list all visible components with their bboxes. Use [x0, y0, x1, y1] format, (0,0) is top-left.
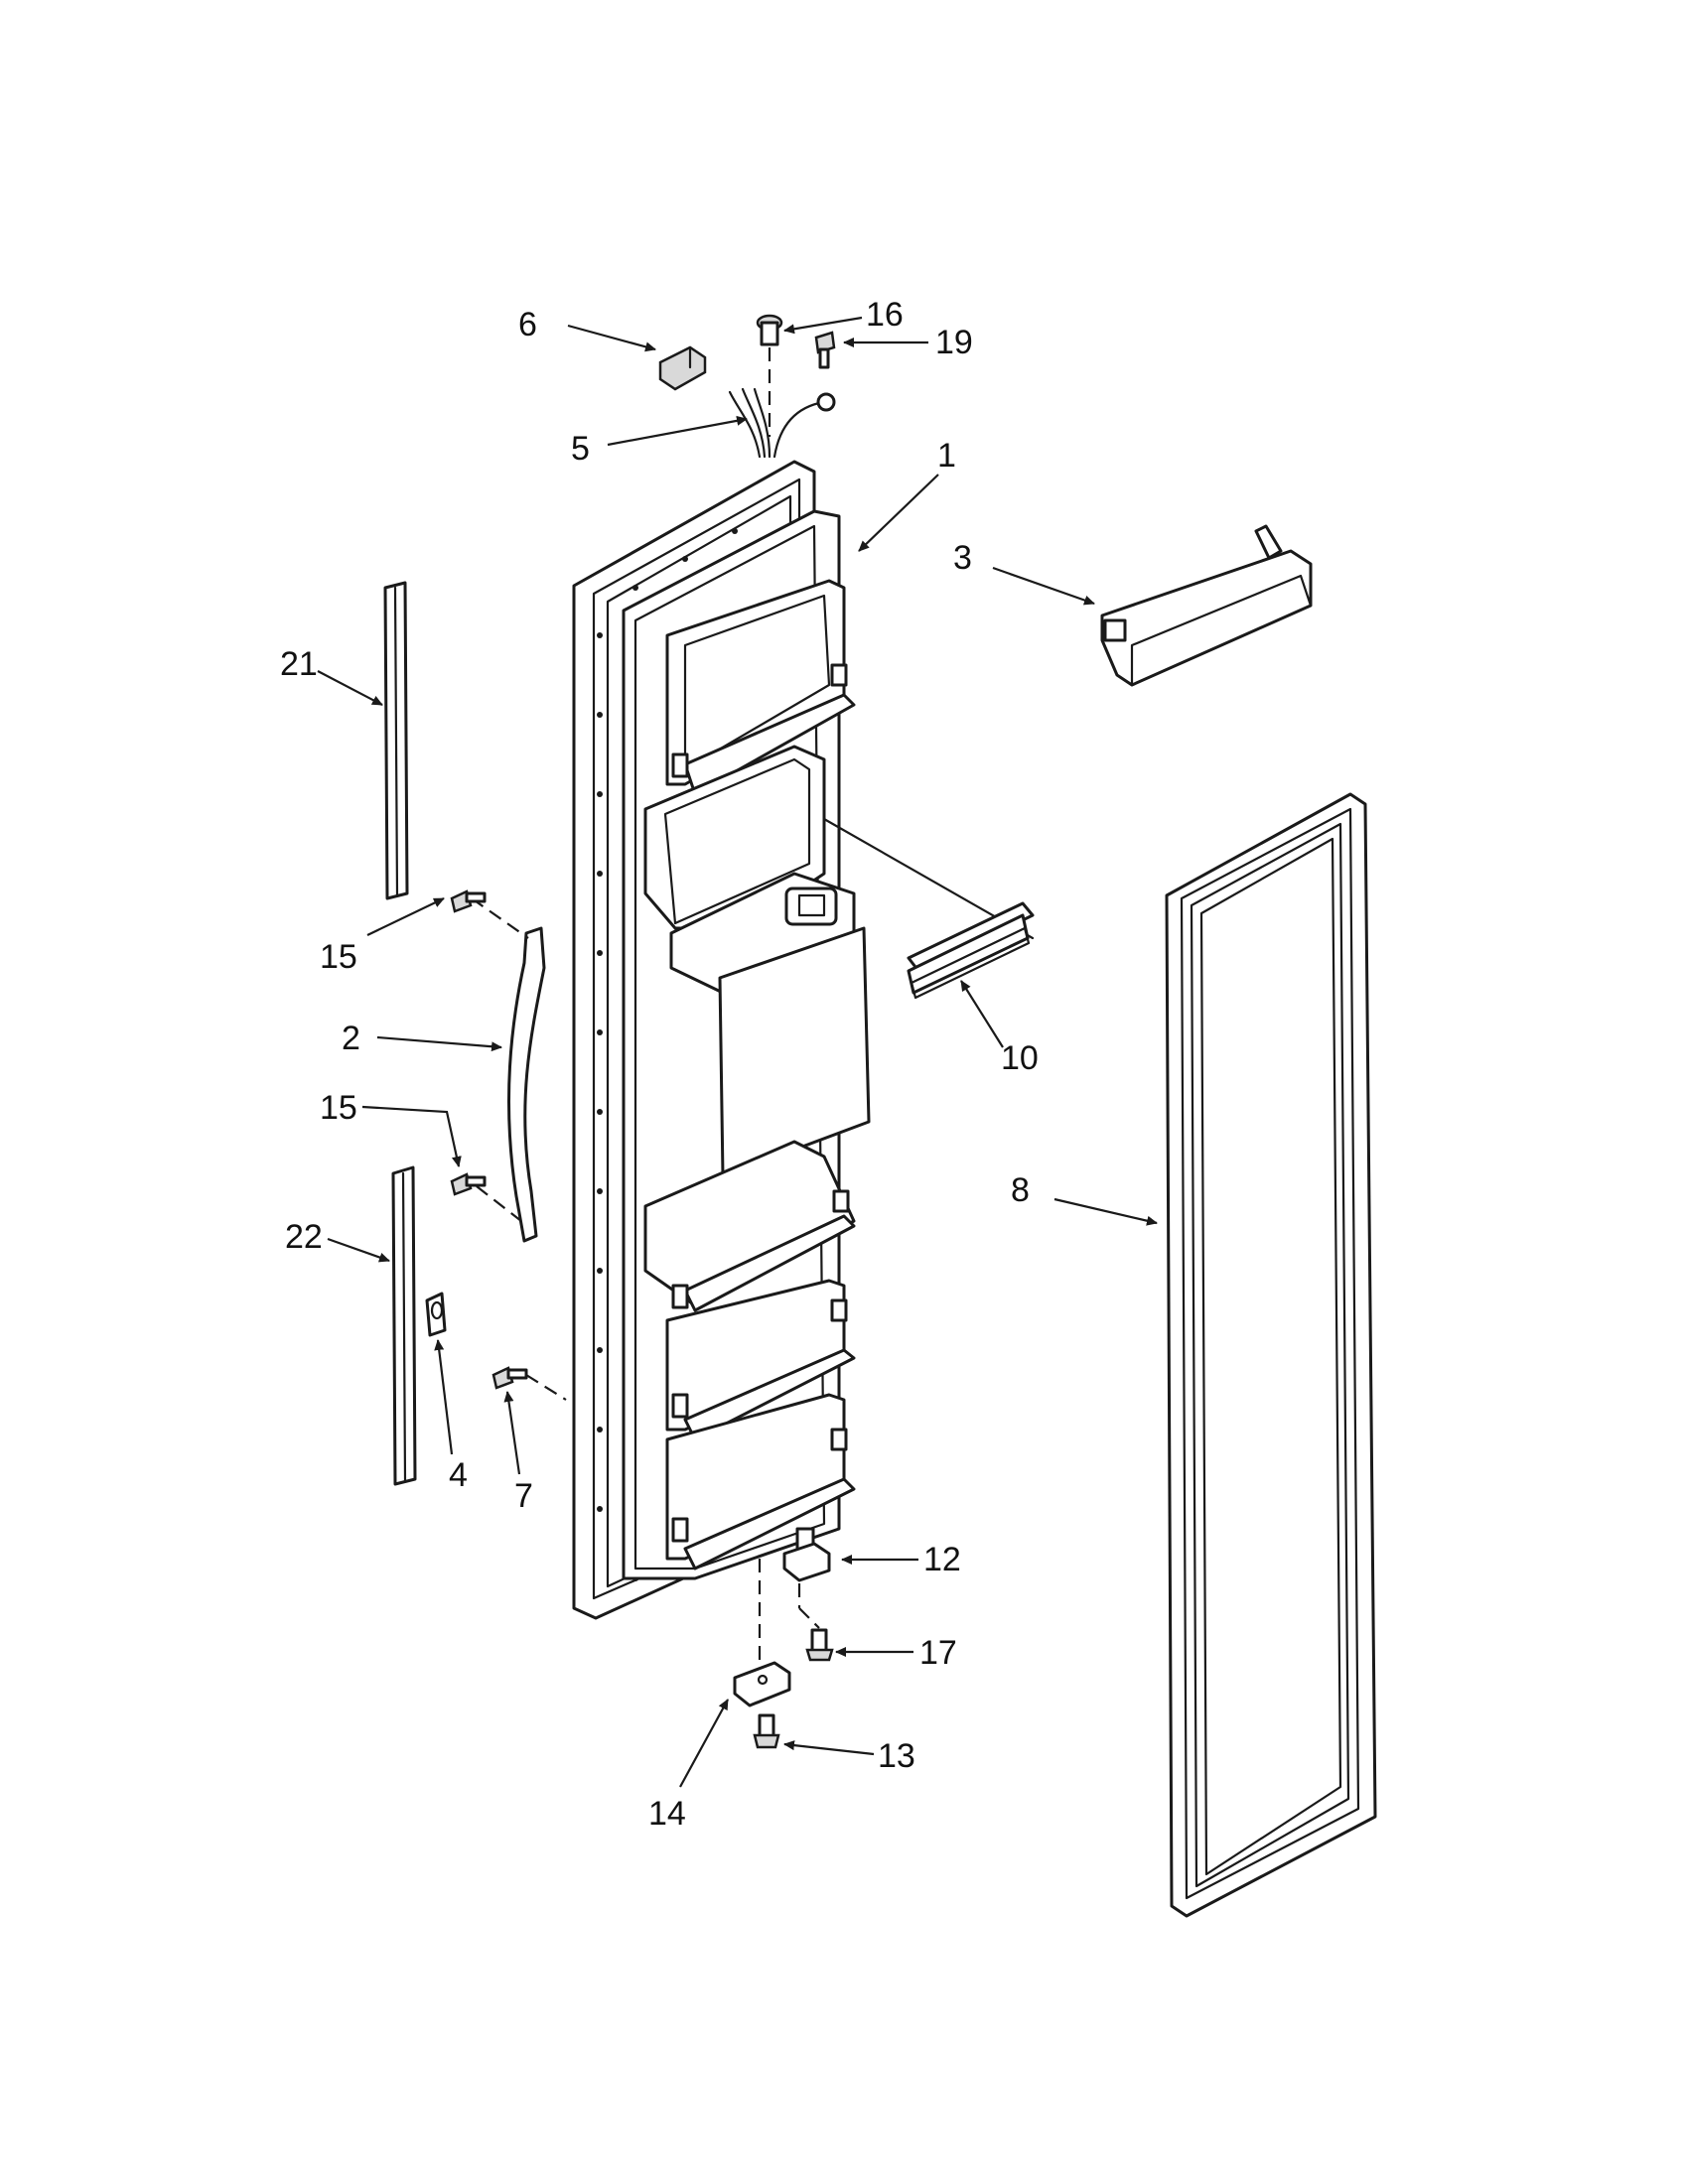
flange-holes: [597, 528, 738, 1581]
door-bracket: [1100, 524, 1313, 687]
door-handle: [471, 897, 546, 1243]
wire-connector: [658, 345, 707, 391]
callout-14: 14: [648, 1795, 686, 1833]
callout-labels: 6 16 19 5 1 3 21 15 2 10 15 8 22 4 7 12 …: [280, 296, 1039, 1833]
light-socket: [756, 314, 783, 346]
door-gasket: [1165, 792, 1377, 1918]
screw-17: [805, 1628, 834, 1662]
screw-15-lower: [450, 1172, 487, 1196]
callout-6: 6: [518, 306, 537, 343]
callout-1: 1: [937, 437, 956, 475]
callout-7: 7: [514, 1477, 533, 1515]
callout-22: 22: [285, 1218, 323, 1256]
callout-5: 5: [571, 430, 590, 468]
callout-15-lower: 15: [320, 1089, 357, 1127]
trim-strip-21: [383, 581, 409, 900]
callout-10: 10: [1001, 1039, 1039, 1077]
callout-2: 2: [342, 1020, 360, 1057]
callout-19: 19: [935, 324, 973, 361]
callout-12: 12: [923, 1541, 961, 1578]
screw-19: [814, 331, 836, 369]
clip-4: [425, 1292, 447, 1337]
hinge-bracket-14: [733, 1661, 791, 1707]
callout-21: 21: [280, 645, 318, 683]
screw-15-upper: [450, 889, 487, 913]
callout-8: 8: [1011, 1171, 1030, 1209]
callout-4: 4: [449, 1456, 468, 1494]
callout-16: 16: [866, 296, 904, 334]
screw-13: [753, 1713, 780, 1749]
screw-7: [491, 1366, 567, 1401]
callout-3: 3: [953, 539, 972, 577]
callout-13: 13: [878, 1737, 915, 1775]
door-panel: [572, 460, 1035, 1620]
wire-harness: [728, 387, 836, 459]
callout-15-upper: 15: [320, 938, 357, 976]
leader-lines: [317, 316, 1158, 1788]
callout-17: 17: [919, 1634, 957, 1672]
hinge-pin-12: [782, 1527, 831, 1582]
dispenser-rail: [907, 901, 1035, 1000]
trim-strip-22: [391, 1165, 417, 1486]
